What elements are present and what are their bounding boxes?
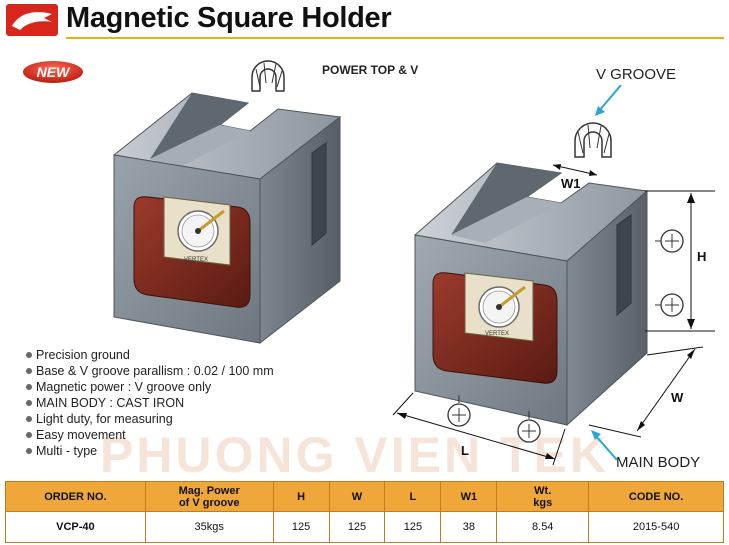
cell-w: 125 [328,511,386,543]
header-h: H [272,481,330,512]
indicator-icon-bottom [655,293,684,317]
table-row: VCP-40 35kgs 125 125 125 38 8.54 2015-54… [5,511,724,543]
cell-mag-power: 35kgs [144,511,274,543]
holder-left-illustration: VERTEX [112,60,342,345]
holder-right-illustration: VERTEX [392,85,715,466]
gauge-dial-icon-right: VERTEX [464,272,534,342]
header-order-no: ORDER NO. [5,481,146,512]
header-rule [66,37,724,39]
feature-list: Precision ground Base & V groove paralli… [26,347,274,459]
gauge-dial-icon: VERTEX [163,196,231,266]
header-code-no: CODE NO. [588,481,724,512]
dim-label-w1: W1 [561,176,581,191]
dial-brand-left: VERTEX [184,257,208,263]
new-badge-label: NEW [37,64,71,80]
header-w: W [328,481,386,512]
cell-l: 125 [384,511,442,543]
new-badge: NEW [23,61,83,83]
feature-item: Magnetic power : V groove only [26,379,274,395]
brand-logo-icon [6,4,58,36]
header-weight: Wt.kgs [496,481,590,512]
dim-label-w: W [671,390,684,405]
page-title: Magnetic Square Holder [66,2,392,34]
feature-item: Light duty, for measuring [26,411,274,427]
power-top-caption: POWER TOP & V [322,63,419,77]
header-l: L [384,481,442,512]
indicator-icon-front-right [517,411,541,443]
magnet-icon-right [574,122,612,158]
feature-item: Multi - type [26,443,274,459]
feature-item: Easy movement [26,427,274,443]
indicator-icon-top [655,229,684,253]
v-groove-caption: V GROOVE [596,66,677,83]
cell-code-no: 2015-540 [588,511,724,543]
main-body-caption: MAIN BODY [616,454,701,471]
feature-item: Base & V groove parallism : 0.02 / 100 m… [26,363,274,379]
header-w1: W1 [440,481,498,512]
cell-w1: 38 [440,511,498,543]
dim-label-l: L [461,443,469,458]
feature-item: MAIN BODY : CAST IRON [26,395,274,411]
header: Magnetic Square Holder [0,0,729,40]
v-groove-arrow [598,85,622,112]
main-body-arrow [594,434,618,461]
cell-weight: 8.54 [496,511,590,543]
dial-brand-right: VERTEX [485,331,509,337]
dim-label-h: H [697,249,707,264]
feature-item: Precision ground [26,347,274,363]
cell-order-no: VCP-40 [5,511,146,543]
indicator-icon-front-left [447,395,471,427]
cell-h: 125 [272,511,330,543]
magnet-icon [251,60,285,92]
